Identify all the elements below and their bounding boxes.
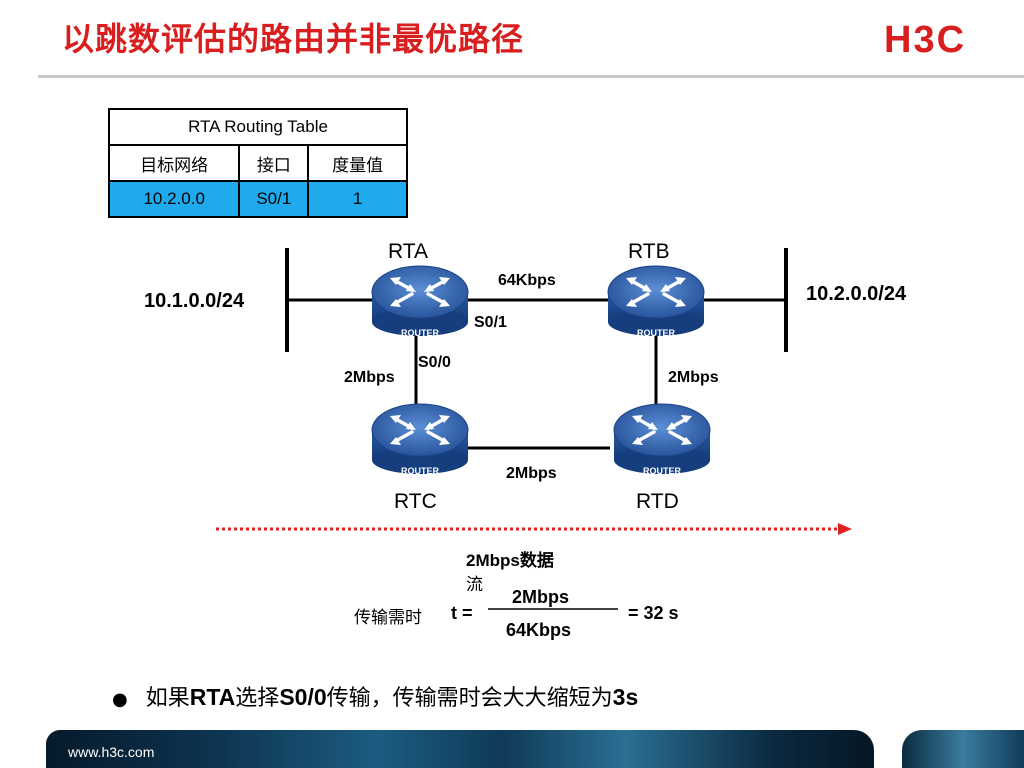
footer-banner-right (902, 730, 1024, 768)
router-name-rtd: RTD (636, 490, 679, 513)
flow-arrow-head (838, 523, 852, 535)
svg-text:H3C: H3C (884, 19, 966, 58)
table-cell-destination: 10.2.0.0 (107, 180, 241, 218)
table-cell-interface: S0/1 (238, 180, 310, 218)
link-label-rta-rtb: 64Kbps (498, 272, 556, 289)
footer-banner (46, 730, 874, 768)
footer-url: www.h3c.com (68, 744, 155, 760)
formula-result: = 32 s (628, 603, 679, 623)
network-right-label: 10.2.0.0/24 (806, 283, 907, 305)
formula-denominator: 64Kbps (506, 620, 572, 640)
bullet-point: ●如果RTA选择S0/0传输，传输需时会大大缩短为3s (112, 684, 639, 711)
routing-table-caption: RTA Routing Table (108, 108, 408, 146)
link-label-rtc-rtd: 2Mbps (506, 465, 557, 482)
router-name-rtc: RTC (394, 490, 437, 513)
bullet-dot-icon: ● (112, 689, 128, 710)
formula-variable: t = (451, 603, 473, 623)
h3c-logo: H3C (884, 19, 966, 58)
router-icon: ROUTER (606, 264, 706, 338)
table-header-interface: 接口 (238, 144, 310, 182)
table-header-metric: 度量值 (307, 144, 408, 182)
interface-label-s00: S0/0 (418, 354, 451, 371)
interface-label-s01: S0/1 (474, 314, 507, 331)
svg-text:ROUTER: ROUTER (637, 328, 676, 338)
flow-label-line1: 2Mbps数据 (466, 551, 554, 570)
table-header-destination: 目标网络 (107, 144, 241, 182)
link-label-rtb-rtd: 2Mbps (668, 369, 719, 386)
router-name-rta: RTA (388, 240, 429, 263)
router-icon: ROUTER (370, 264, 470, 338)
router-icon: ROUTER (370, 402, 470, 476)
table-row: 10.2.0.0 S0/1 1 (107, 180, 408, 218)
router-name-rtb: RTB (628, 240, 670, 263)
svg-text:ROUTER: ROUTER (643, 466, 682, 476)
link-label-rta-rtc: 2Mbps (344, 369, 395, 386)
table-cell-metric: 1 (307, 180, 408, 218)
formula-prefix: 传输需时 (354, 608, 422, 627)
formula-numerator: 2Mbps (512, 587, 570, 607)
svg-text:ROUTER: ROUTER (401, 328, 440, 338)
router-icon: ROUTER (612, 402, 712, 476)
network-left-label: 10.1.0.0/24 (144, 290, 245, 312)
page-title: 以跳数评估的路由并非最优路径 (62, 20, 525, 58)
title-divider (38, 75, 1024, 78)
routing-table: RTA Routing Table 目标网络 接口 度量值 10.2.0.0 S… (107, 108, 408, 218)
flow-label-line2: 流 (466, 575, 483, 594)
svg-text:ROUTER: ROUTER (401, 466, 440, 476)
